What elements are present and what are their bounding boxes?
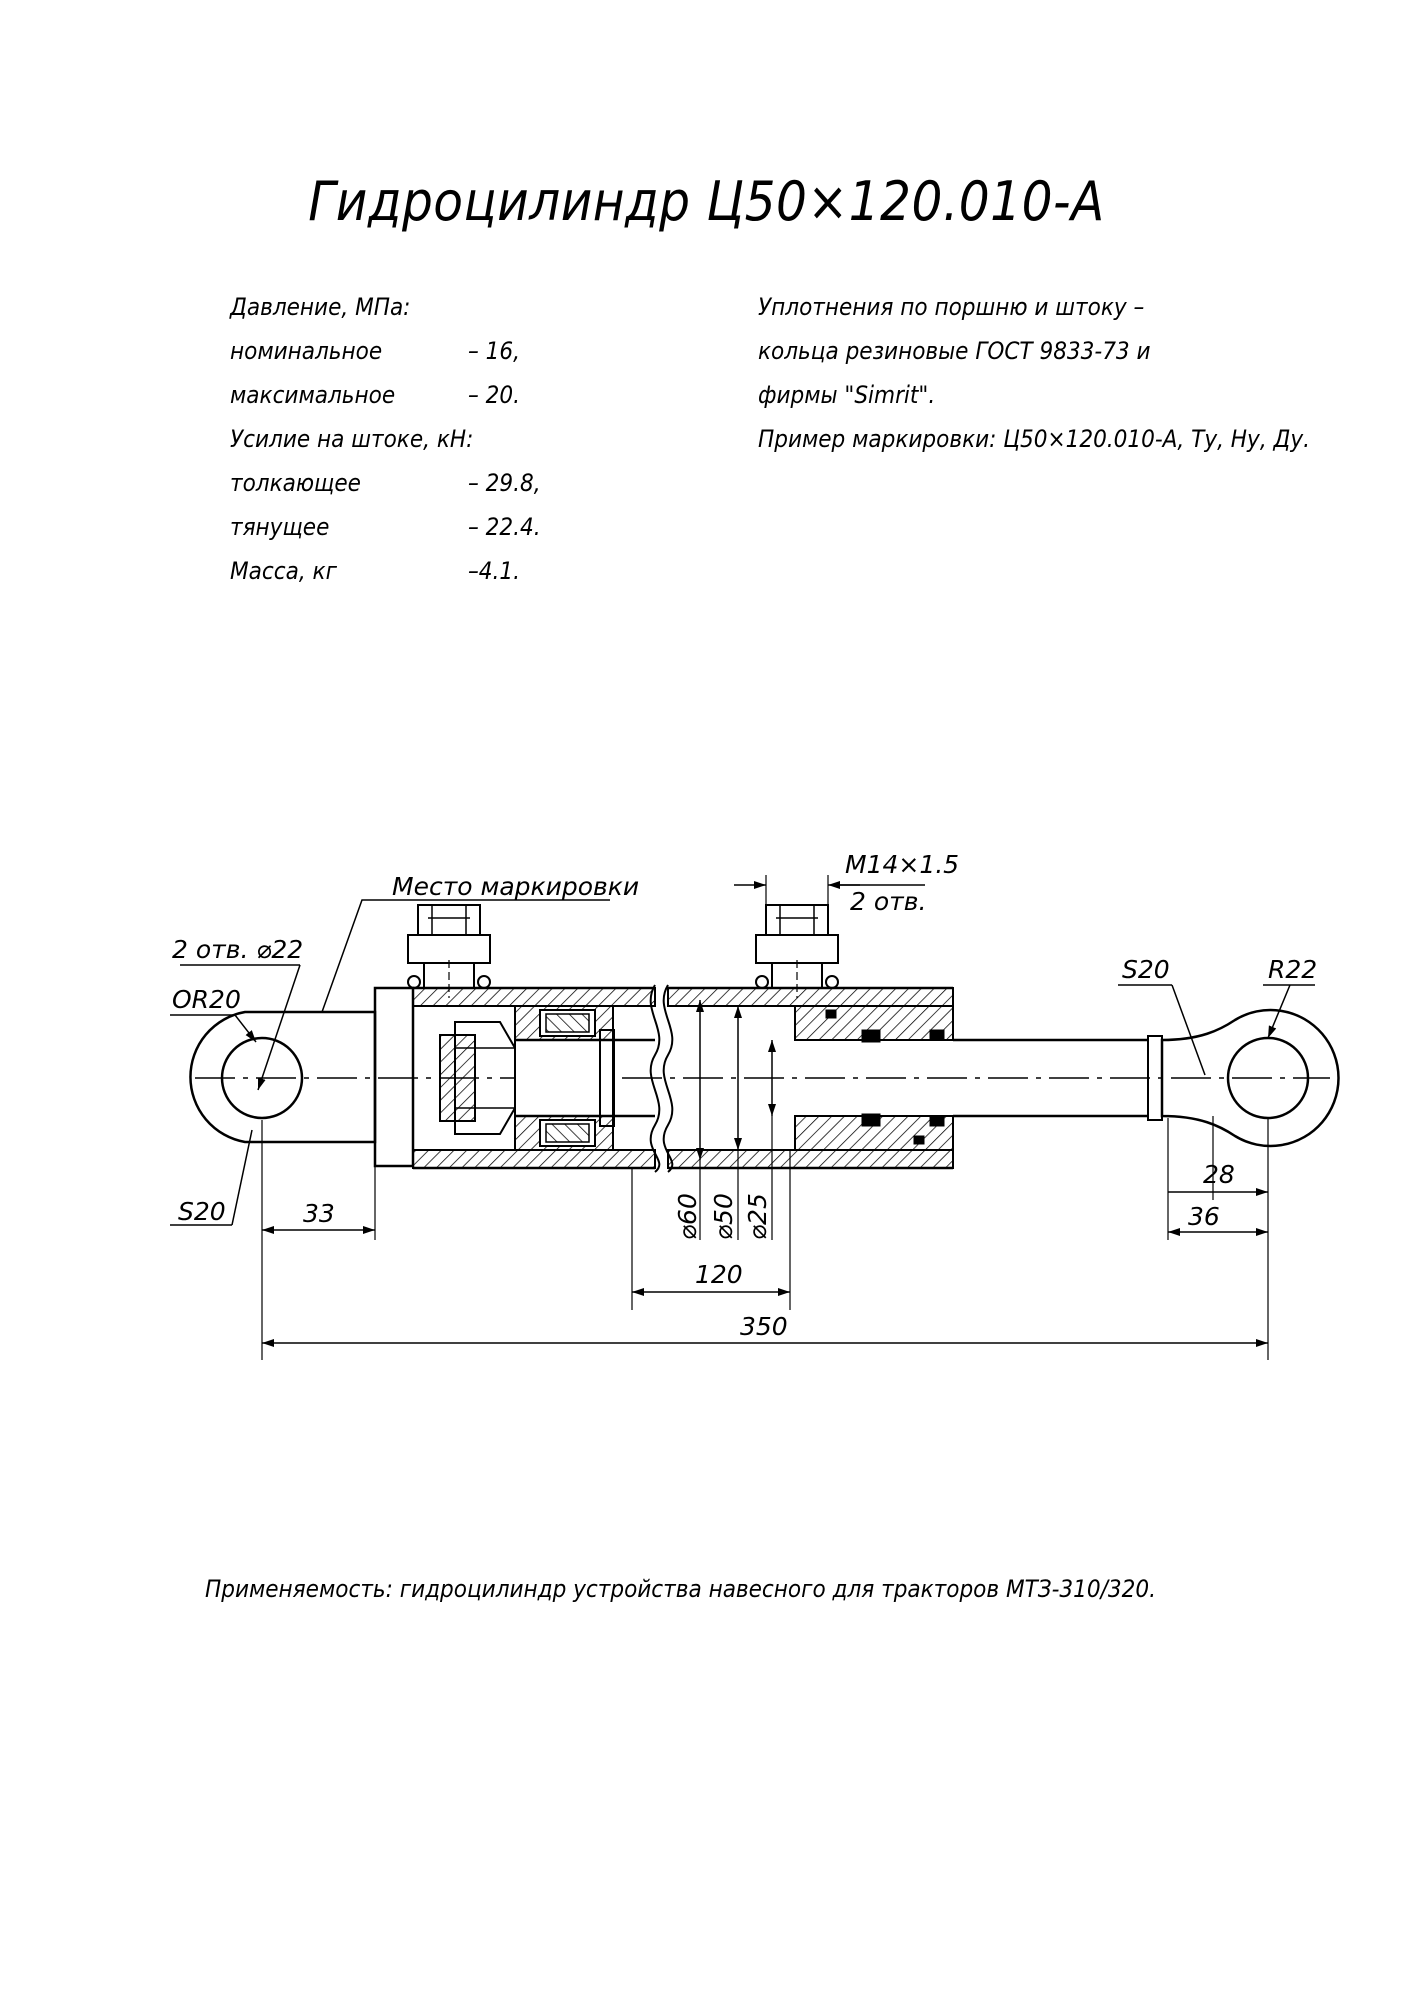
push-value: – 29.8,: [468, 469, 541, 497]
left-eye-hole: [220, 1036, 304, 1120]
pull-label: тянущее: [230, 513, 330, 541]
marking-example: Пример маркировки: Ц50×120.010-А, Ту, Ну…: [758, 425, 1311, 453]
pull-value: – 22.4.: [468, 513, 541, 541]
drawing-title: Гидроцилиндр Ц50×120.010-А: [308, 170, 1105, 233]
max-label: максимальное: [230, 381, 396, 409]
marking-place-label: Место маркировки: [392, 872, 639, 901]
pressure-heading: Давление, МПа:: [230, 293, 411, 321]
nominal-value: – 16,: [468, 337, 520, 365]
force-heading: Усилие на штоке, кН:: [230, 425, 474, 453]
rod-gland: [794, 1005, 954, 1151]
radius-left-label: OR20: [172, 985, 241, 1014]
dia-50: ⌀50: [709, 1193, 738, 1240]
dim-33: 33: [303, 1199, 335, 1228]
right-port-fitting: [755, 904, 839, 998]
port-thread-label: М14×1.5: [845, 850, 959, 879]
applicability-note: Применяемость: гидроцилиндр устройства н…: [205, 1575, 1156, 1603]
dim-28: 28: [1203, 1160, 1235, 1189]
dim-36: 36: [1188, 1202, 1220, 1231]
piston-assembly: [439, 1005, 614, 1151]
push-label: толкающее: [230, 469, 361, 497]
holes-left-label: 2 отв. ⌀22: [172, 935, 303, 964]
left-eye-lug: [189, 1010, 377, 1144]
mass-label: Масса, кг: [230, 557, 337, 585]
port-count-label: 2 отв.: [850, 887, 926, 916]
dim-120: 120: [695, 1260, 743, 1289]
dia-25: ⌀25: [743, 1193, 772, 1240]
max-value: – 20.: [468, 381, 520, 409]
left-end-cap: [373, 986, 415, 1168]
marking-leader: [321, 899, 610, 1013]
break-line-left: [649, 984, 661, 1173]
s20-right-label: S20: [1122, 955, 1170, 984]
cylinder-barrel-right: [667, 986, 954, 1170]
seals-line-1: Уплотнения по поршню и штоку –: [758, 293, 1145, 321]
r22-right-label: R22: [1268, 955, 1317, 984]
mass-value: –4.1.: [468, 557, 520, 585]
seals-line-3: фирмы "Simrit".: [758, 381, 936, 409]
dim-350: 350: [740, 1312, 788, 1341]
dia-60: ⌀60: [673, 1193, 702, 1240]
seals-line-2: кольца резиновые ГОСТ 9833-73 и: [758, 337, 1151, 365]
left-port-fitting: [407, 904, 491, 998]
s20-left-label: S20: [178, 1197, 226, 1226]
nominal-label: номинальное: [230, 337, 383, 365]
